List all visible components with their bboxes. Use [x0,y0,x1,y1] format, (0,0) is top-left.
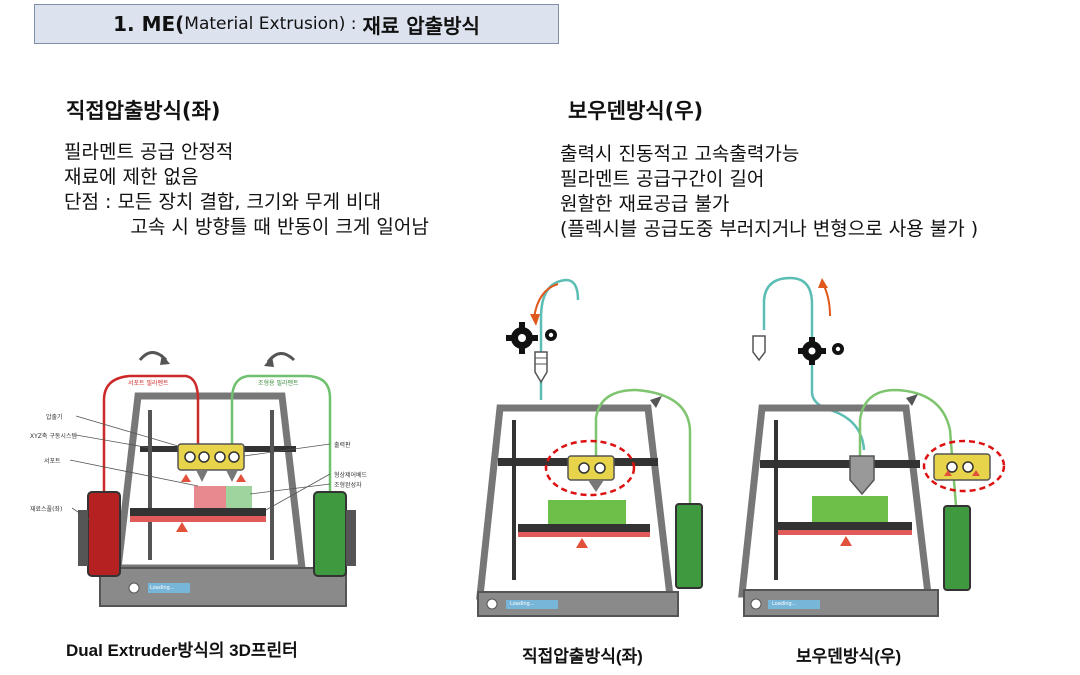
label-model: 조형완성자 [334,482,362,489]
label-model-filament: 조형용 필라멘트 [258,380,299,387]
arrow-head-left [160,354,170,365]
print-object-direct [548,500,626,524]
right-heading: 보우덴방식(우) [568,99,704,123]
print-object-bowden [812,496,888,522]
right-line-4: (플렉시블 공급도중 부러지거나 변형으로 사용 불가 ) [560,218,979,240]
loading-text-3: Loading... [772,601,797,607]
label-support-filament: 서포트 필라멘트 [128,380,169,387]
green-spool-direct [675,503,703,589]
gear-large-icon [506,322,538,354]
label-xyz: XYZ축 구동시스템 [30,433,77,440]
label-output-plate: 출력판 [334,442,351,449]
right-line-3: 원할한 재료공급 불가 [560,193,730,215]
teal-filament-bowden [762,276,866,451]
curve-arrow-icon [650,396,662,408]
title-korean: 재료 압출방식 [362,13,480,38]
dual-extruder-head [177,443,245,471]
left-heading: 직접압출방식(좌) [66,99,221,123]
warning-icon [181,474,191,482]
title-english: Material Extrusion) : [184,14,357,34]
gear-small-bowden-icon [832,343,844,355]
caption-bowden: 보우덴방식(우) [796,647,902,666]
model-print [226,486,252,508]
left-line-3: 단점 : 모든 장치 결합, 크기와 무게 비대 [64,191,381,213]
caption-direct: 직접압출방식(좌) [522,647,643,666]
right-line-1: 출력시 진동적고 고속출력가능 [560,143,800,165]
teal-filament-direct [539,278,580,400]
red-filament [102,374,200,500]
bowden-hot-end [849,455,875,496]
hot-end-icon [534,351,548,384]
hot-end-bowden-icon [752,335,766,362]
green-filament [230,374,332,500]
highlight-circle-direct [544,439,636,497]
bowden-external-extruder [933,453,991,481]
slide-title: 1. ME(Material Extrusion) : 재료 압출방식 [34,4,559,44]
heat-bed [130,516,266,522]
label-heat-bed: 형상제어베드 [334,472,368,479]
printer-screen [148,583,190,593]
loading-text-2: Loading... [510,601,535,607]
loading-text-1: Loading... [150,585,175,591]
label-support: 서포트 [44,458,61,465]
gear-small-icon [545,329,557,341]
left-line-1: 필라멘트 공급 안정적 [64,141,234,163]
right-line-2: 필라멘트 공급구간이 길어 [560,168,765,190]
label-extruder: 압출기 [46,414,63,421]
green-spool-bowden [943,505,971,591]
right-description: 출력시 진동적고 고속출력가능 필라멘트 공급구간이 길어 원할한 재료공급 불… [560,142,978,242]
left-description: 필라멘트 공급 안정적 재료에 제한 없음 단점 : 모든 장치 결합, 크기와… [64,140,429,240]
caption-dual-extruder: Dual Extruder방식의 3D프린터 [66,641,298,660]
title-prefix: 1. ME( [113,12,185,36]
print-bed [130,508,266,516]
printer-base [99,567,347,607]
z-rail-right [270,410,274,560]
arrow-head-right [264,356,274,367]
z-rail-left [148,410,152,560]
left-line-4: 고속 시 방향틀 때 반동이 크게 일어남 [64,216,429,238]
feed-arrow-icon [533,283,559,319]
left-line-2: 재료에 제한 없음 [64,166,199,188]
highlight-circle-bowden [922,439,1006,493]
printer-knob [128,582,140,594]
gear-large-bowden-icon [798,337,826,365]
label-spool: 재료스풀(좌) [30,506,63,513]
support-print [194,486,226,508]
